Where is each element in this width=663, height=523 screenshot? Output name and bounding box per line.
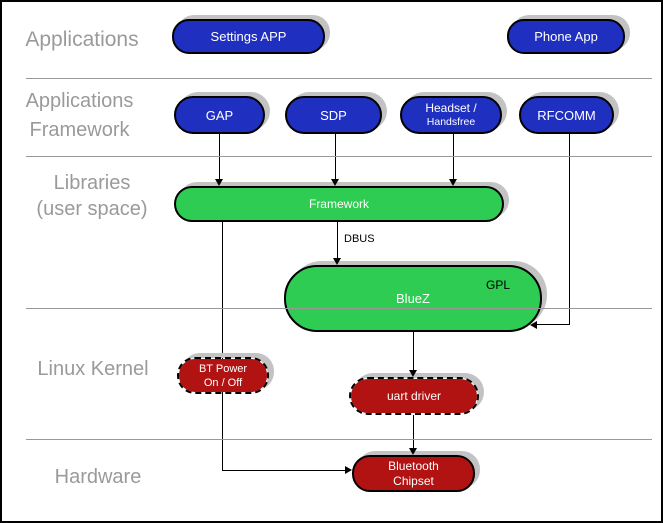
edge-bluez-uart-arrowhead <box>409 370 417 377</box>
node-label: Chipset <box>393 473 434 488</box>
node-rfcomm: RFCOMM <box>519 96 614 134</box>
node-label: GAP <box>205 107 234 123</box>
node-gap: GAP <box>174 96 265 134</box>
edge-bluez-uart-line <box>413 332 414 370</box>
edge-sdp-framework-line <box>335 134 336 180</box>
edge-gap-framework-line <box>219 134 220 180</box>
layer-divider-4 <box>26 439 652 440</box>
node-label: BT Power <box>198 362 248 375</box>
node-label: Phone App <box>534 29 598 44</box>
layer-divider-3 <box>26 308 652 309</box>
edge-framework-bluez-line <box>337 222 338 258</box>
layer-label-text: (user space) <box>36 198 148 220</box>
edge-headset-framework-arrowhead <box>449 179 457 186</box>
node-label: Settings APP <box>210 29 287 44</box>
node-sdp: SDP <box>285 96 382 134</box>
layer-label-text: Applications <box>25 90 134 112</box>
edge-framework-bluez-arrowhead <box>333 258 341 265</box>
dbus-edge-label: DBUS <box>344 233 375 245</box>
layer-label-linux-kernel: Linux Kernel <box>12 356 174 382</box>
node-label: Handsfree <box>426 116 476 128</box>
edge-framework-chipset-vline <box>222 222 223 470</box>
layer-label-text: Linux Kernel <box>37 358 149 380</box>
edge-framework-chipset-arrowhead <box>345 466 352 474</box>
edge-rfcomm-bluez-hline <box>537 324 570 325</box>
node-phone-app: Phone App <box>507 19 625 54</box>
edge-rfcomm-bluez-arrowhead <box>530 321 537 329</box>
gpl-badge: GPL <box>485 278 510 292</box>
layer-label-text: Framework <box>29 119 130 141</box>
node-label: Headset / <box>425 101 477 115</box>
layer-label-text: Hardware <box>54 466 142 488</box>
layer-divider-2 <box>26 156 652 157</box>
edge-gap-framework-arrowhead <box>215 179 223 186</box>
layer-label-applications: Applications <box>7 27 157 53</box>
node-bluez: GPL BlueZ <box>284 265 542 332</box>
node-framework: Framework <box>174 186 504 222</box>
edge-sdp-framework-arrowhead <box>331 179 339 186</box>
layer-label-hardware: Hardware <box>17 464 179 490</box>
node-headset-handsfree: Headset / Handsfree <box>400 96 502 134</box>
node-label: RFCOMM <box>537 107 596 123</box>
edge-rfcomm-bluez-vline <box>569 134 570 325</box>
layer-divider-1 <box>26 78 652 79</box>
layer-label-text: Libraries <box>53 172 131 194</box>
layer-label-applications-framework: Applications Framework <box>7 87 152 145</box>
edge-uart-chipset-line <box>413 415 414 448</box>
node-label: Bluetooth <box>388 458 439 473</box>
layer-label-libraries: Libraries (user space) <box>12 170 172 222</box>
edge-framework-chipset-hline <box>222 470 345 471</box>
node-label: Framework <box>308 197 369 211</box>
node-bt-power: BT Power On / Off <box>177 357 269 394</box>
node-label: uart driver <box>386 389 442 403</box>
node-label: BlueZ <box>396 291 430 306</box>
layer-label-text: Applications <box>25 28 139 51</box>
node-uart-driver: uart driver <box>349 377 479 415</box>
node-label: On / Off <box>203 376 243 389</box>
edge-headset-framework-line <box>453 134 454 180</box>
edge-uart-chipset-arrowhead <box>409 448 417 455</box>
node-label: SDP <box>320 107 347 123</box>
node-bluetooth-chipset: Bluetooth Chipset <box>352 455 475 492</box>
node-settings-app: Settings APP <box>172 19 325 54</box>
